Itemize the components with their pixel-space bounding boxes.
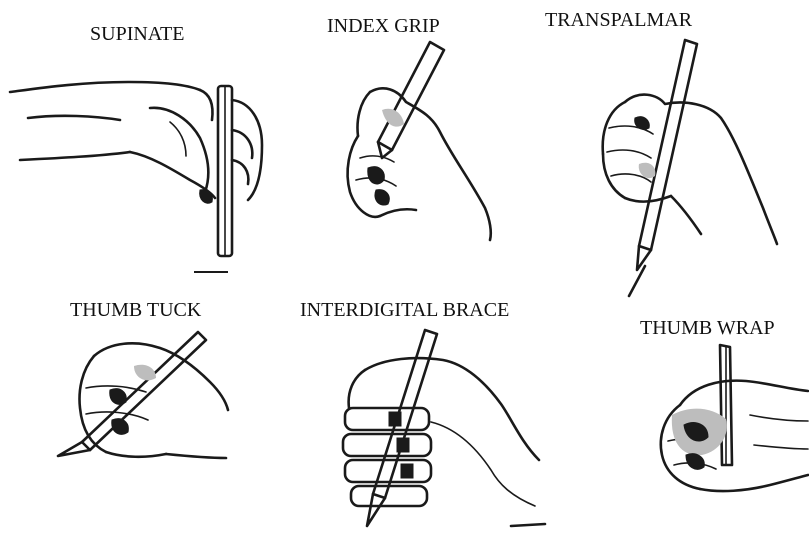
label-thumb-tuck: THUMB TUCK xyxy=(70,300,201,320)
label-supinate: SUPINATE xyxy=(90,24,184,44)
label-interdigital-brace: INTERDIGITAL BRACE xyxy=(300,300,509,320)
divider-mark xyxy=(192,268,232,276)
interdigital-brace-grip-illustration xyxy=(315,330,555,535)
index-grip-illustration xyxy=(320,40,500,250)
thumb-tuck-grip-illustration xyxy=(50,330,250,480)
transpalmar-grip-illustration xyxy=(585,38,785,298)
thumb-wrap-grip-illustration xyxy=(650,345,809,515)
label-transpalmar: TRANSPALMAR xyxy=(545,10,692,30)
label-index-grip: INDEX GRIP xyxy=(327,16,440,36)
label-thumb-wrap: THUMB WRAP xyxy=(640,318,775,338)
supinate-grip-illustration xyxy=(0,60,280,240)
